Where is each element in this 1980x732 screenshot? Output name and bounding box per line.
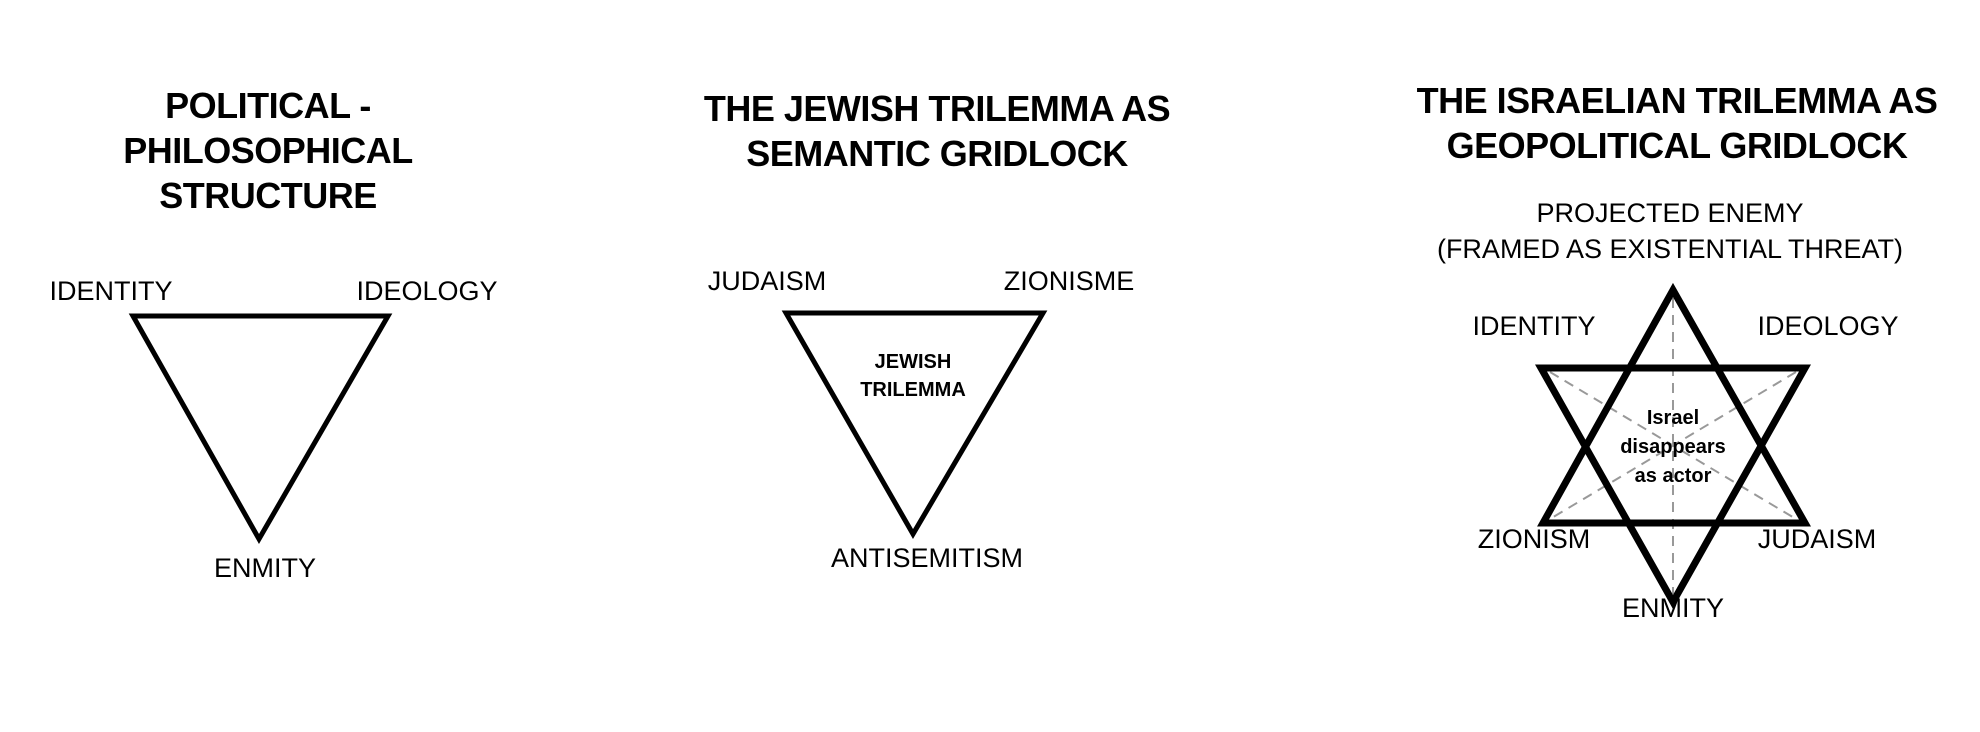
panel-title-line: GEOPOLITICAL GRIDLOCK xyxy=(1447,125,1908,166)
panel-title-line: PHILOSOPHICAL xyxy=(123,130,413,171)
dashed-axis-diagonal xyxy=(1549,371,1797,520)
vertex-label-enmity: ENMITY xyxy=(214,553,316,583)
inverted-triangle xyxy=(128,313,393,545)
projected-enemy-label: PROJECTED ENEMY xyxy=(1536,198,1803,228)
panel-title-line: SEMANTIC GRIDLOCK xyxy=(746,133,1128,174)
vertex-label-enmity: ENMITY xyxy=(1622,593,1724,623)
inverted-triangle xyxy=(781,310,1048,539)
vertex-label-identity: IDENTITY xyxy=(49,276,172,306)
panel-political-philosophical-structure: POLITICAL - PHILOSOPHICAL STRUCTURE IDEN… xyxy=(49,85,497,583)
vertex-label-judaism: JUDAISM xyxy=(708,266,827,296)
vertex-label-ideology: IDEOLOGY xyxy=(1757,311,1898,341)
center-label: JEWISH xyxy=(875,351,952,373)
panel-title-line: THE ISRAELIAN TRILEMMA AS xyxy=(1417,80,1938,121)
panel-title-line: STRUCTURE xyxy=(159,175,377,216)
vertex-label-zionisme: ZIONISME xyxy=(1004,266,1135,296)
panel-title-line: THE JEWISH TRILEMMA AS xyxy=(704,88,1170,129)
star-downward-triangle xyxy=(1535,364,1811,610)
vertex-label-ideology: IDEOLOGY xyxy=(356,276,497,306)
projected-enemy-sublabel: (FRAMED AS EXISTENTIAL THREAT) xyxy=(1437,234,1903,264)
center-label: TRILEMMA xyxy=(860,379,966,401)
vertex-label-antisemitism: ANTISEMITISM xyxy=(831,543,1023,573)
vertex-label-judaism: JUDAISM xyxy=(1758,524,1877,554)
panel-jewish-trilemma: THE JEWISH TRILEMMA AS SEMANTIC GRIDLOCK… xyxy=(704,88,1171,573)
panel-title-line: POLITICAL - xyxy=(165,85,371,126)
vertex-label-zionism: ZIONISM xyxy=(1478,524,1591,554)
panel-israelian-trilemma: THE ISRAELIAN TRILEMMA AS GEOPOLITICAL G… xyxy=(1417,80,1938,623)
center-label: disappears xyxy=(1620,436,1726,458)
star-upward-triangle xyxy=(1537,282,1812,527)
vertex-label-identity: IDENTITY xyxy=(1472,311,1595,341)
center-label: Israel xyxy=(1647,407,1699,429)
center-label: as actor xyxy=(1635,465,1712,487)
